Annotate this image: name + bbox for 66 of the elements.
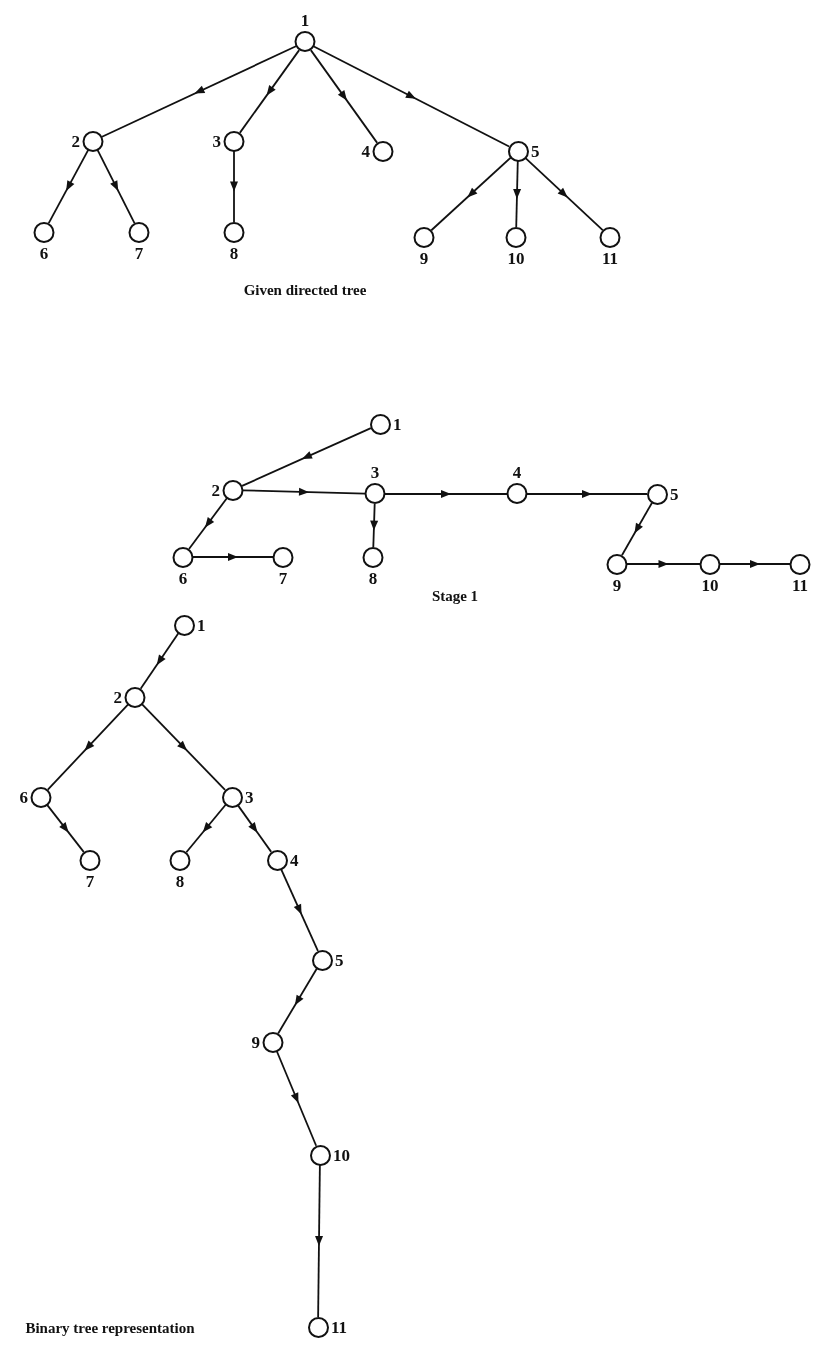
node-number: 4 [512,464,522,481]
arrow [309,49,379,144]
node-number: 7 [134,245,144,262]
node-number: 11 [601,250,619,267]
caption: Stage 1 [431,588,479,605]
arrow [47,148,90,225]
node-number: 8 [229,245,239,262]
node-number: 2 [211,482,220,499]
node-number: 1 [393,416,402,433]
arrow [315,1164,324,1318]
node-number: 8 [175,873,185,890]
node-number: 3 [212,133,221,150]
arrow [430,156,512,232]
node-number: 6 [178,570,188,587]
node-number: 1 [197,617,206,634]
node-number: 9 [612,577,622,594]
arrow [101,45,297,138]
arrow [526,490,648,498]
arrow [313,45,510,148]
caption: Binary tree representation [25,1320,195,1337]
arrow [242,487,366,496]
arrow [238,49,301,134]
node-number: 3 [370,464,380,481]
node-number: 2 [71,133,80,150]
node-number: 5 [335,952,344,969]
arrow [230,150,238,223]
node-number: 10 [701,577,719,594]
node-number: 4 [361,143,370,160]
arrow [46,804,85,853]
node-number: 6 [19,789,28,806]
arrow [384,490,508,498]
arrow [46,703,130,791]
node-number: 11 [331,1319,348,1336]
arrow [513,160,522,228]
node-number: 9 [419,250,429,267]
caption: Given directed tree [243,282,367,299]
node-number: 7 [85,873,95,890]
node-number: 6 [39,245,49,262]
arrow [524,156,604,232]
arrow [185,803,227,854]
arrow [188,497,228,550]
node-number: 2 [113,689,122,706]
node-number: 5 [670,486,679,503]
arrow [280,868,319,952]
arrow [141,703,226,791]
node-number: 8 [368,570,378,587]
arrow [277,967,318,1035]
node-number: 11 [791,577,809,594]
node-number: 5 [531,143,540,160]
node-number: 10 [507,250,525,267]
arrow [241,427,372,487]
arrow [192,553,274,561]
arrow [719,560,791,568]
arrow [96,149,136,224]
arrow [275,1050,318,1147]
node-number: 9 [251,1034,260,1051]
node-number: 3 [245,789,254,806]
node-number: 4 [290,852,299,869]
arrow [626,560,701,568]
node-number: 7 [278,570,288,587]
arrow [139,632,180,690]
node-number: 10 [333,1147,350,1164]
arrow [621,501,653,557]
node-number: 1 [300,12,310,29]
arrow [236,804,273,853]
arrow [370,503,379,548]
